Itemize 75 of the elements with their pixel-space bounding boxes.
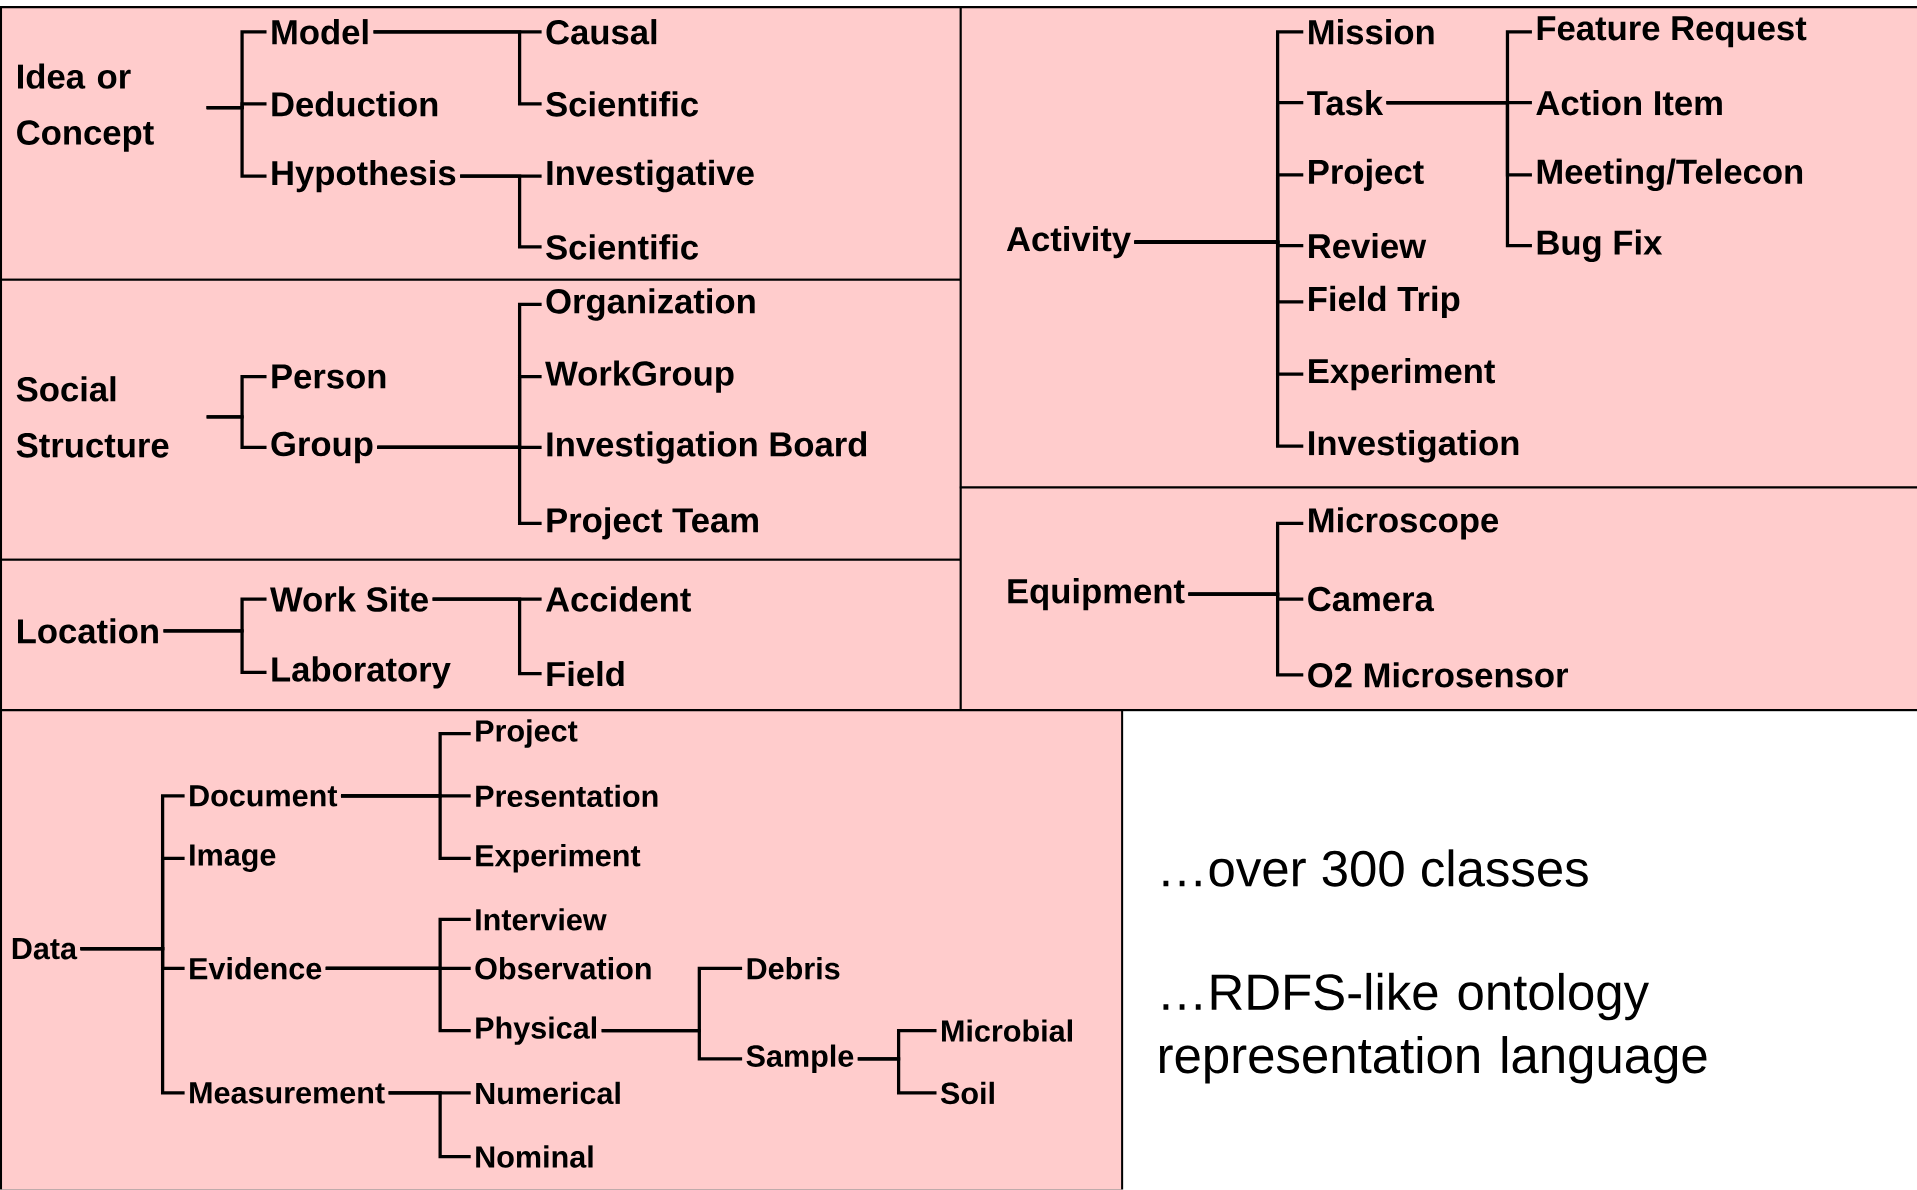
class-label: Mission bbox=[1309, 19, 1434, 45]
class-label: WorkGroup bbox=[545, 360, 734, 393]
class-label: Measurement bbox=[190, 1082, 385, 1104]
class-label: Image bbox=[190, 844, 276, 873]
bracket-line bbox=[163, 629, 267, 675]
class-label: Causal bbox=[546, 19, 657, 45]
class-label: Evidence bbox=[190, 957, 322, 980]
note-text: …RDFS-like ontology representation language bbox=[1159, 973, 1707, 1084]
class-label: Document bbox=[190, 785, 338, 807]
panel bbox=[0, 278, 962, 561]
bracket-line bbox=[1134, 240, 1304, 449]
class-label: Soil bbox=[940, 1082, 994, 1105]
bracket-line bbox=[601, 1029, 743, 1061]
class-label: Investigation bbox=[1309, 430, 1519, 463]
class-label: Bug Fix bbox=[1537, 229, 1663, 263]
class-label: Organization bbox=[546, 288, 755, 321]
bracket-line bbox=[341, 794, 471, 861]
class-label: Microbial bbox=[942, 1019, 1072, 1043]
bracket-line bbox=[206, 106, 267, 178]
bracket-line bbox=[1188, 592, 1304, 677]
class-label: Review bbox=[1309, 233, 1427, 259]
bracket-line bbox=[1386, 101, 1532, 248]
class-label: Physical bbox=[476, 1016, 597, 1046]
panel bbox=[0, 558, 962, 712]
class-label: Idea or Concept bbox=[17, 63, 154, 152]
class-label: Laboratory bbox=[272, 656, 451, 689]
class-label: Deduction bbox=[272, 91, 438, 117]
class-label: Project Team bbox=[547, 507, 758, 540]
note-text: …over 300 classes bbox=[1163, 849, 1588, 887]
class-label: Observation bbox=[475, 957, 651, 980]
class-label: Hypothesis bbox=[272, 160, 456, 193]
class-label: Group bbox=[271, 432, 373, 464]
class-label: Scientific bbox=[546, 234, 699, 260]
class-label: Action Item bbox=[1536, 90, 1722, 116]
class-label: Task bbox=[1307, 90, 1384, 116]
bracket-line bbox=[377, 446, 542, 526]
class-label: O2 Microsensor bbox=[1308, 662, 1568, 688]
bracket-line bbox=[373, 30, 542, 106]
class-label: Data bbox=[12, 938, 78, 960]
class-label: Experiment bbox=[1309, 358, 1495, 391]
class-label: Model bbox=[272, 19, 368, 45]
class-label: Equipment bbox=[1008, 578, 1185, 611]
bracket-line bbox=[206, 415, 267, 450]
class-label: Field Trip bbox=[1309, 286, 1460, 319]
class-label: Presentation bbox=[476, 784, 658, 808]
class-label: Camera bbox=[1308, 587, 1435, 612]
class-label: Scientific bbox=[546, 91, 699, 117]
panel bbox=[959, 486, 1917, 712]
class-label: Accident bbox=[545, 586, 691, 612]
bracket-line bbox=[388, 1091, 471, 1159]
bracket-line bbox=[80, 947, 185, 1095]
class-label: Investigation Board bbox=[547, 431, 867, 464]
class-label: Project bbox=[476, 719, 578, 748]
class-label: Numerical bbox=[476, 1082, 620, 1105]
class-label: Field bbox=[547, 661, 624, 687]
class-label: Project bbox=[1309, 158, 1424, 192]
class-label: Meeting/Telecon bbox=[1537, 158, 1803, 192]
class-label: Work Site bbox=[270, 586, 428, 612]
class-label: Social Structure bbox=[16, 376, 169, 458]
class-label: Feature Request bbox=[1537, 16, 1807, 48]
bracket-line bbox=[432, 597, 542, 676]
class-label: Sample bbox=[746, 1044, 854, 1074]
class-label: Debris bbox=[747, 957, 840, 980]
bracket-line bbox=[460, 174, 542, 249]
class-label: Experiment bbox=[476, 844, 641, 873]
class-label: Microscope bbox=[1309, 507, 1499, 540]
class-label: Person bbox=[272, 364, 386, 389]
bracket-line bbox=[325, 966, 471, 1033]
class-label: Interview bbox=[476, 908, 607, 931]
class-label: Location bbox=[18, 618, 158, 644]
class-label: Activity bbox=[1006, 226, 1131, 259]
panel bbox=[0, 6, 962, 281]
bracket-line bbox=[857, 1057, 937, 1095]
class-label: Nominal bbox=[476, 1145, 593, 1168]
class-label: Investigative bbox=[547, 160, 754, 193]
